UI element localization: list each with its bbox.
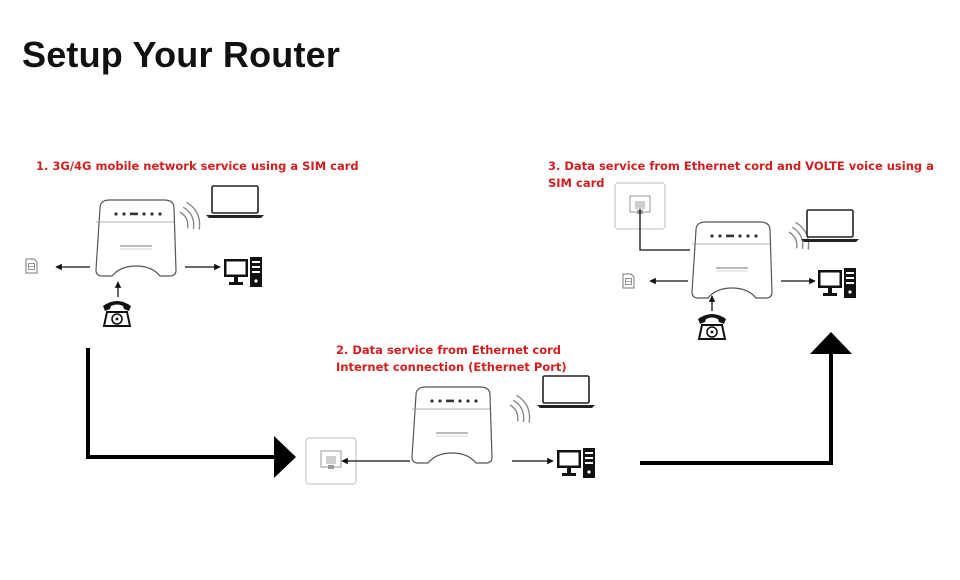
section-3 bbox=[614, 182, 860, 340]
wifi-signal-icon bbox=[506, 392, 535, 428]
router-icon bbox=[411, 386, 493, 464]
laptop-icon bbox=[205, 185, 265, 219]
laptop-icon bbox=[800, 209, 860, 243]
flow-arrow-1-to-2 bbox=[86, 348, 296, 478]
laptop-icon bbox=[536, 375, 596, 409]
telephone-icon bbox=[697, 313, 727, 340]
page-title: Setup Your Router bbox=[22, 34, 341, 75]
sim-card-icon bbox=[25, 258, 38, 274]
section-2 bbox=[305, 375, 596, 485]
step-3-label: 3. Data service from Ethernet cord and V… bbox=[548, 159, 934, 190]
telephone-icon bbox=[102, 300, 132, 327]
section-1 bbox=[25, 185, 265, 327]
router-icon bbox=[691, 221, 773, 299]
step-1-label: 1. 3G/4G mobile network service using a … bbox=[36, 159, 359, 173]
desktop-icon bbox=[224, 257, 262, 287]
desktop-icon bbox=[557, 448, 595, 478]
wifi-signal-icon bbox=[176, 199, 205, 235]
flow-arrow-2-to-3 bbox=[640, 332, 852, 465]
desktop-icon bbox=[818, 268, 856, 298]
router-icon bbox=[95, 199, 177, 277]
step-2-label: 2. Data service from Ethernet cord Inter… bbox=[336, 343, 567, 374]
sim-card-icon bbox=[622, 273, 635, 289]
